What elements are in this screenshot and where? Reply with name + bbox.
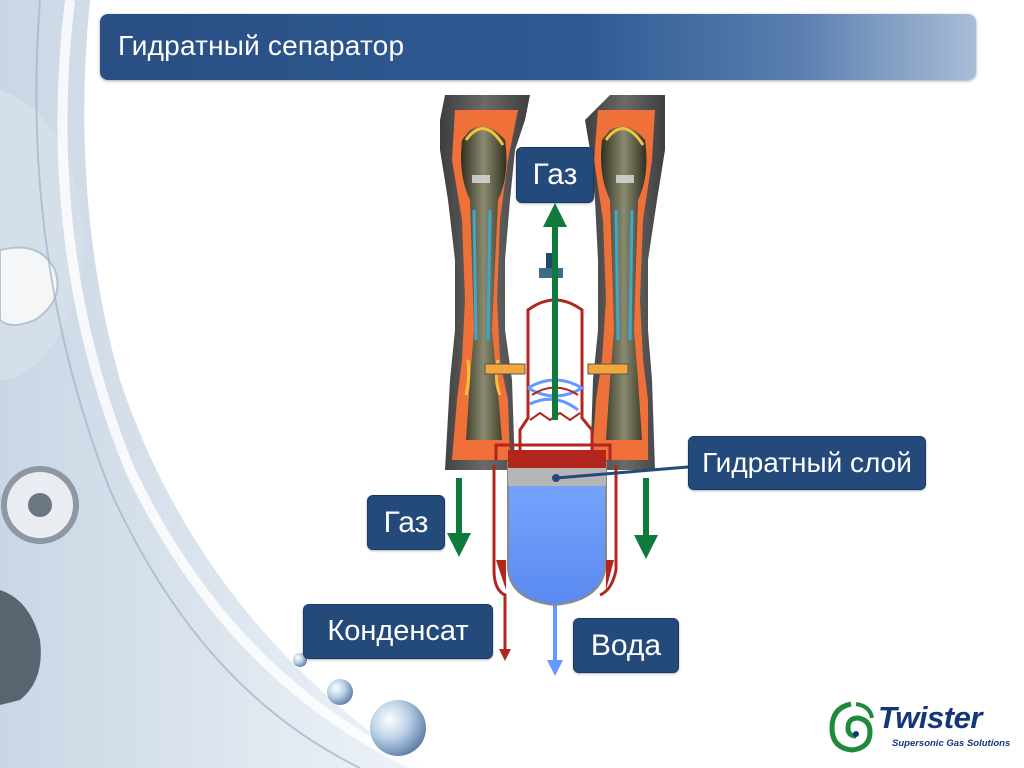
hydrate-layer-label: Гидратный слой [688,436,926,490]
right-twister-tube [585,95,665,470]
twister-logo: Twister Supersonic Gas Solutions [826,698,1016,758]
gas-outlet-nozzle [546,253,556,273]
logo-name: Twister [878,700,982,735]
twister-swirl-icon [829,701,874,753]
left-inlet-pipe [484,363,526,375]
title-bar: Гидратный сепаратор [100,14,976,80]
logo-tagline: Supersonic Gas Solutions [892,738,1011,749]
condensate-layer [508,450,606,468]
right-inlet-pipe [587,363,629,375]
separator-vessel [492,253,618,661]
gas-label-left: Газ [367,495,445,550]
condensate-label: Конденсат [303,604,493,659]
gas-label-top: Газ [516,147,594,203]
page-title: Гидратный сепаратор [118,30,405,61]
hydrate-layer-pointer [555,464,701,480]
water-label: Вода [573,618,679,673]
